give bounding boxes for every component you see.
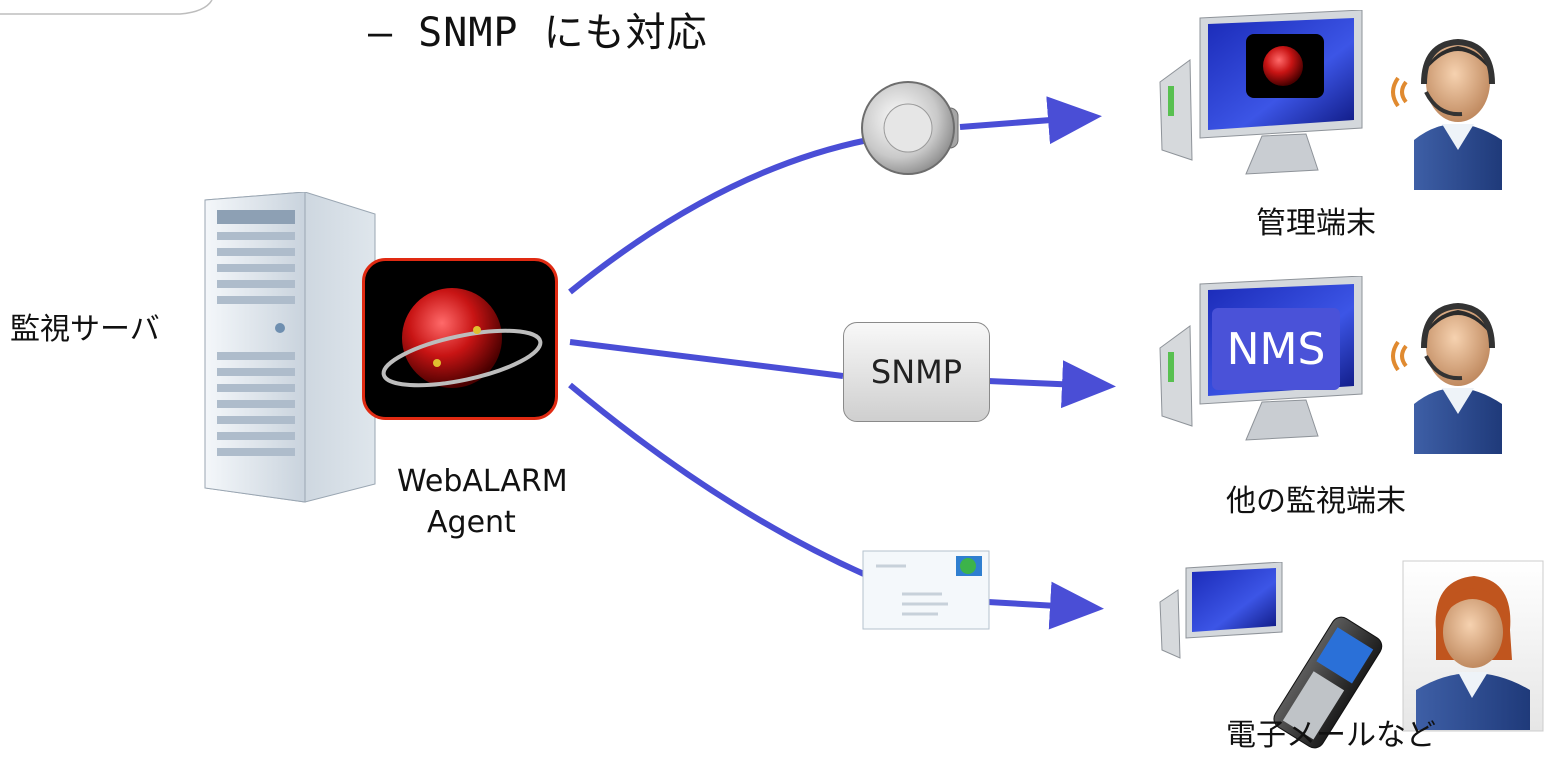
- arrow-envelope-to-mail: [987, 581, 1104, 630]
- agent-label-line1: WebALARM: [397, 464, 568, 499]
- mobile-phone-icon: [1273, 616, 1383, 749]
- arrow-to-envelope: [568, 382, 868, 578]
- snmp-box: SNMP: [843, 322, 990, 422]
- arrow-speaker-to-admin: [959, 96, 1102, 145]
- speaker-icon: [861, 81, 959, 175]
- arrow-to-snmp: [569, 339, 844, 379]
- envelope-icon: [862, 550, 990, 630]
- monitor-icon: [1159, 10, 1363, 175]
- operator-headset-icon: [1391, 38, 1502, 190]
- target-top-label: 管理端末: [1256, 206, 1376, 241]
- target-middle-label: 他の監視端末: [1226, 484, 1406, 519]
- arrow-to-speaker: [568, 137, 869, 295]
- operator-headset-icon: [1391, 302, 1502, 454]
- nms-badge: NMS: [1212, 308, 1340, 390]
- agent-label-line2: Agent: [427, 505, 516, 540]
- server-tower-icon: [204, 192, 376, 503]
- server-label: 監視サーバ: [10, 312, 160, 347]
- target-bottom-label: 電子メールなど: [1226, 718, 1436, 753]
- monitor-icon: [1159, 562, 1283, 659]
- arrow-snmp-to-nms: [987, 360, 1116, 409]
- corner-tab-shape: [0, 0, 213, 15]
- webalarm-agent-icon: [362, 258, 558, 420]
- user-avatar-icon: [1402, 560, 1544, 732]
- heading-text: – SNMP にも対応: [368, 10, 708, 56]
